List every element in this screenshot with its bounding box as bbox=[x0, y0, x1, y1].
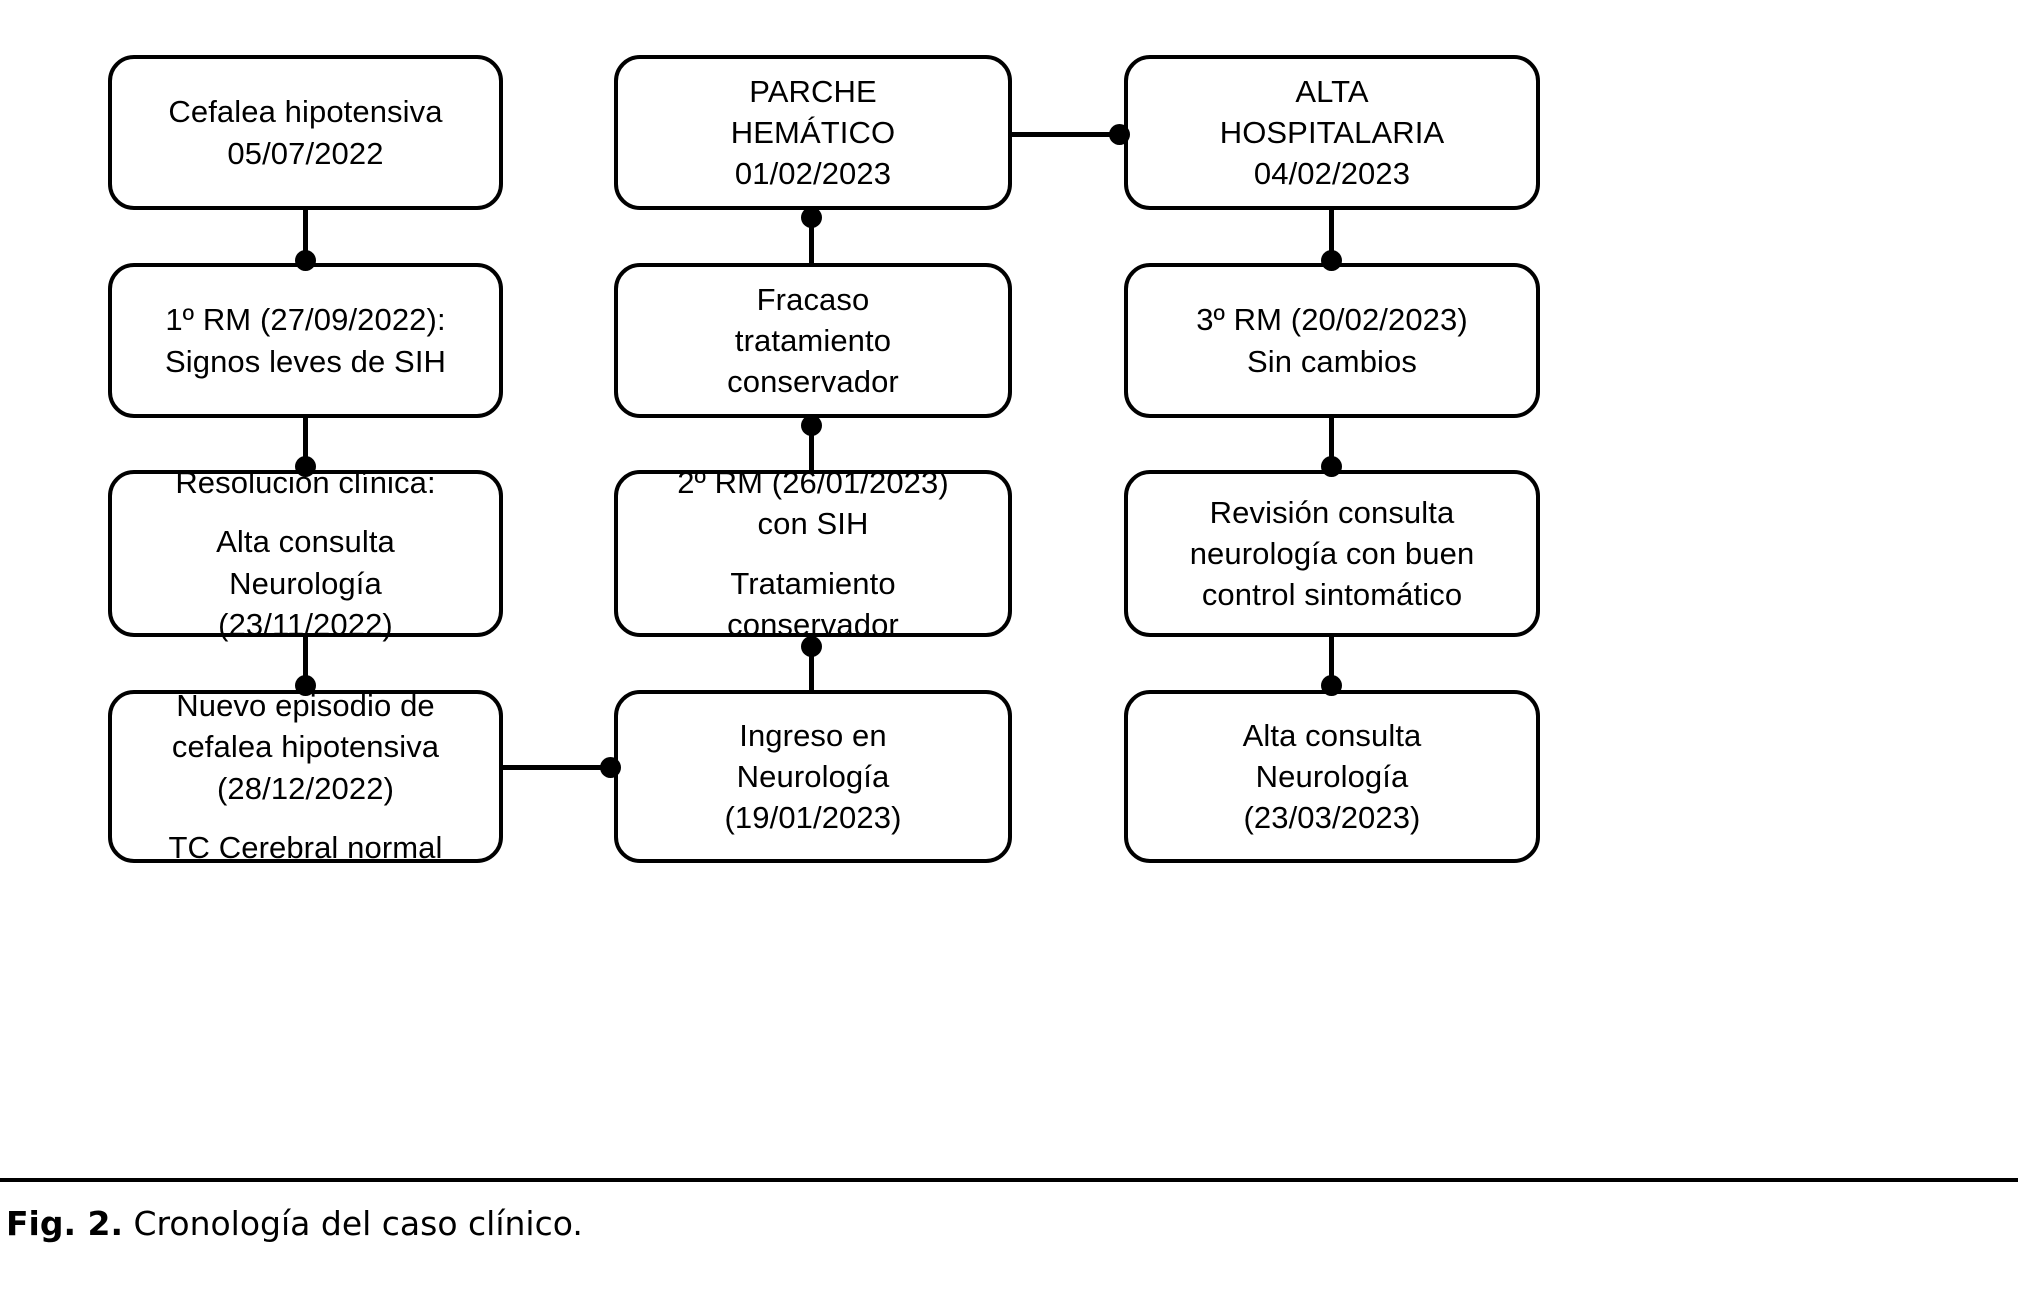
flow-node-2-rm[interactable]: 2º RM (26/01/2023) con SIH Tratamiento c… bbox=[614, 465, 1012, 642]
figure-caption-label: Fig. 2. bbox=[6, 1204, 123, 1243]
flow-node-text: 2º RM (26/01/2023) con SIH bbox=[677, 465, 949, 542]
flow-node-ingreso-neurologia[interactable]: Ingreso en Neurología (19/01/2023) bbox=[614, 690, 1012, 863]
connector-dot-n3-n4 bbox=[295, 675, 316, 696]
flow-node-3-rm[interactable]: 3º RM (20/02/2023) Sin cambios bbox=[1124, 263, 1540, 418]
figure-caption-block: Fig. 2. Cronología del caso clínico. bbox=[0, 1178, 2018, 1244]
flow-node-text: PARCHE HEMÁTICO 01/02/2023 bbox=[730, 73, 896, 192]
flow-node-text: ALTA HOSPITALARIA 04/02/2023 bbox=[1219, 73, 1445, 192]
connector-dot-n2-n3 bbox=[295, 456, 316, 477]
connector-dot-n11-n12 bbox=[1321, 675, 1342, 696]
flow-node-text: 1º RM (27/09/2022): Signos leves de SIH bbox=[164, 302, 447, 379]
flow-node-text: TC Cerebral normal bbox=[168, 829, 443, 865]
connector-n7-n6 bbox=[809, 413, 814, 479]
connector-n10-n11 bbox=[1329, 413, 1334, 479]
flow-node-1-rm[interactable]: 1º RM (27/09/2022): Signos leves de SIH bbox=[108, 263, 503, 418]
caption-divider bbox=[0, 1178, 2018, 1182]
connector-dot-n4-n8 bbox=[600, 757, 621, 778]
connector-n3-n4 bbox=[303, 632, 308, 698]
flow-node-text: Resolución clínica: bbox=[175, 465, 436, 501]
flow-node-text: Nuevo episodio de cefalea hipotensiva (2… bbox=[171, 688, 440, 806]
flow-node-text: Fracaso tratamiento conservador bbox=[727, 281, 899, 400]
figure-caption-body: Cronología del caso clínico. bbox=[133, 1204, 583, 1243]
connector-n1-n2 bbox=[303, 205, 308, 273]
flow-node-nuevo-episodio[interactable]: Nuevo episodio de cefalea hipotensiva (2… bbox=[108, 688, 503, 865]
flow-node-text: Revisión consulta neurología con buen co… bbox=[1189, 494, 1475, 613]
connector-n2-n3 bbox=[303, 413, 308, 479]
connector-n11-n12 bbox=[1329, 632, 1334, 698]
connector-dot-n7-n6 bbox=[801, 415, 822, 436]
flow-node-alta-consulta[interactable]: Alta consulta Neurología (23/03/2023) bbox=[1124, 690, 1540, 863]
flowchart-canvas: Cefalea hipotensiva 05/07/2022 1º RM (27… bbox=[108, 55, 1540, 865]
connector-n8-n7 bbox=[809, 632, 814, 698]
flow-node-text: Tratamiento conservador bbox=[727, 565, 899, 642]
connector-dot-n8-n7 bbox=[801, 636, 822, 657]
flow-node-revision-consulta[interactable]: Revisión consulta neurología con buen co… bbox=[1124, 470, 1540, 637]
flow-node-text: Cefalea hipotensiva 05/07/2022 bbox=[168, 94, 443, 171]
connector-dot-n10-n11 bbox=[1321, 456, 1342, 477]
connector-dot-n1-n2 bbox=[295, 250, 316, 271]
connector-dot-n5-n9 bbox=[1109, 124, 1130, 145]
connector-n4-n8 bbox=[500, 765, 625, 770]
connector-n6-n5 bbox=[809, 205, 814, 273]
flow-node-resolucion-clinica[interactable]: Resolución clínica: Alta consulta Neurol… bbox=[108, 465, 503, 642]
connector-n9-n10 bbox=[1329, 205, 1334, 273]
flow-node-text: Alta consulta Neurología (23/11/2022) bbox=[216, 524, 395, 642]
connector-n5-n9 bbox=[1008, 132, 1133, 137]
flow-node-text: Ingreso en Neurología (19/01/2023) bbox=[724, 717, 902, 836]
flow-node-cefalea-hipotensiva[interactable]: Cefalea hipotensiva 05/07/2022 bbox=[108, 55, 503, 210]
connector-dot-n6-n5 bbox=[801, 207, 822, 228]
flow-node-fracaso-tratamiento[interactable]: Fracaso tratamiento conservador bbox=[614, 263, 1012, 418]
flow-node-text: Alta consulta Neurología (23/03/2023) bbox=[1242, 717, 1422, 836]
figure-caption: Fig. 2. Cronología del caso clínico. bbox=[0, 1204, 2018, 1244]
flow-node-alta-hospitalaria[interactable]: ALTA HOSPITALARIA 04/02/2023 bbox=[1124, 55, 1540, 210]
flow-node-parche-hematico[interactable]: PARCHE HEMÁTICO 01/02/2023 bbox=[614, 55, 1012, 210]
flow-node-text: 3º RM (20/02/2023) Sin cambios bbox=[1196, 302, 1468, 379]
connector-dot-n9-n10 bbox=[1321, 250, 1342, 271]
